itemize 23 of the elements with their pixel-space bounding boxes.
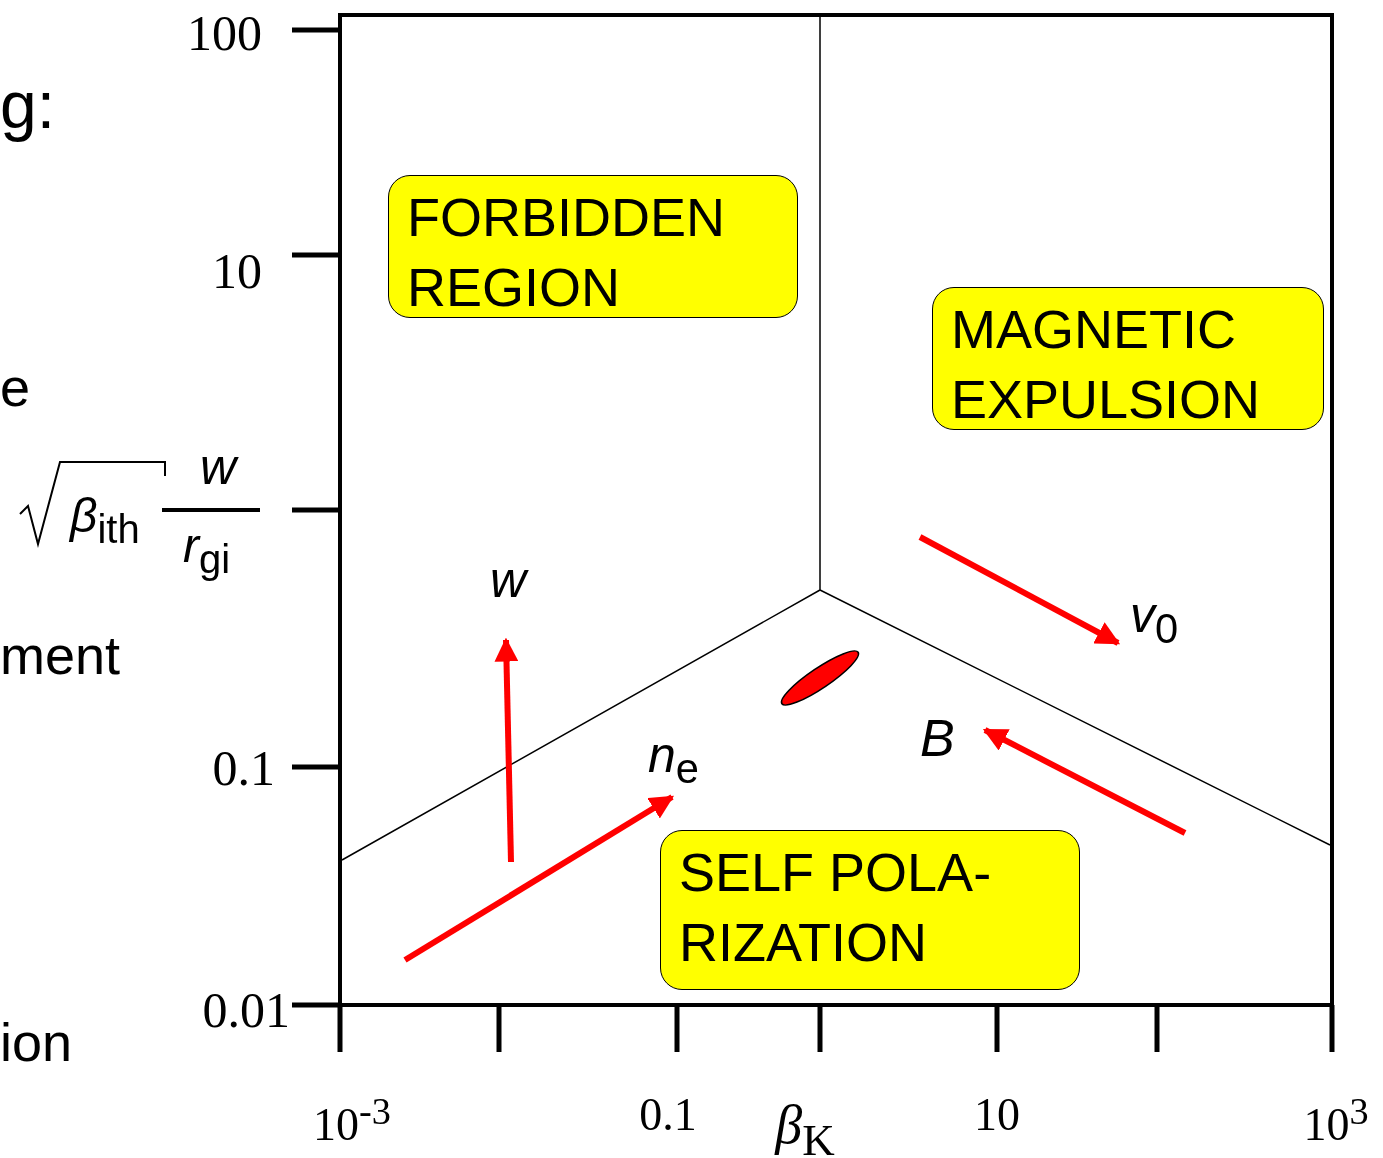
axis-tick-label: 100 (187, 8, 262, 58)
operating-point-ellipse (780, 650, 860, 706)
axis-title: r$_{gi}$ (183, 522, 231, 579)
arrow-label: n$_{e}$ (648, 730, 699, 790)
text-fragment: e (0, 360, 31, 414)
axis-tick-label: 10$^{3}$ (1303, 1092, 1369, 1149)
text-fragment: ion (0, 1015, 73, 1069)
axis-tick-label: 10 (212, 246, 262, 296)
axis-title: w (200, 442, 237, 492)
axis-tick-label: 10 (974, 1092, 1020, 1138)
axis-tick-label: 0.1 (212, 743, 275, 793)
axis-tick-label: 10$^{-3}$ (313, 1092, 391, 1149)
axis-tick-label: 0.01 (202, 985, 290, 1035)
arrow-label: B (920, 712, 955, 764)
axis-title: β$_{K}$ (775, 1098, 835, 1158)
text-fragment: ment (0, 628, 121, 682)
arrow-label: w (490, 555, 527, 605)
axis-title: β$_{ith}$ (70, 492, 140, 549)
arrow-label: v$_{0}$ (1130, 590, 1179, 650)
region-label-box: MAGNETIC EXPULSION (932, 287, 1324, 430)
axis-tick-label: 0.1 (639, 1092, 697, 1138)
region-label-box: SELF POLA- RIZATION (660, 830, 1080, 990)
region-label-box: FORBIDDEN REGION (388, 175, 798, 318)
